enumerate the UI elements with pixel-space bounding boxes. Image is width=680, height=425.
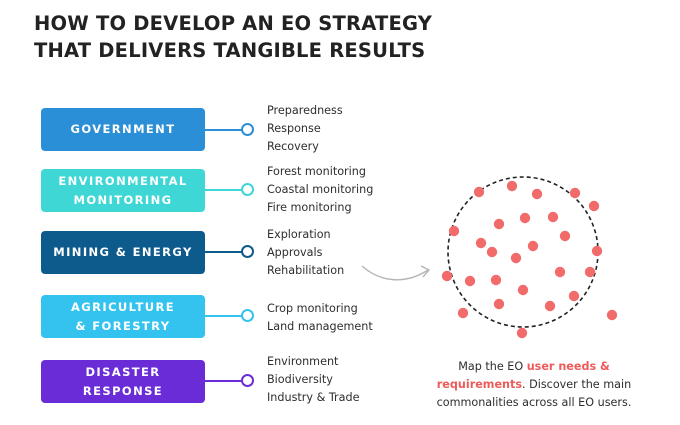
need-dot (519, 212, 531, 224)
caption-text-end: . Discover the main commonalities across… (436, 378, 632, 409)
need-dot (441, 270, 453, 282)
need-dot (606, 309, 618, 321)
item: Rehabilitation (267, 264, 345, 277)
items-agriculture-forestry: Crop monitoring Land management (267, 300, 373, 336)
items-disaster-response: Environment Biodiversity Industry & Trad… (267, 353, 359, 407)
need-dot (506, 180, 518, 192)
need-dot (517, 284, 529, 296)
need-dot (486, 246, 498, 258)
sector-box-environmental-monitoring: ENVIRONMENTAL MONITORING (41, 169, 205, 212)
item: Industry & Trade (267, 391, 360, 404)
items-mining-energy: Exploration Approvals Rehabilitation (267, 226, 344, 280)
item: Preparedness (267, 104, 343, 117)
page-title: HOW TO DEVELOP AN EO STRATEGY THAT DELIV… (34, 10, 432, 64)
item: Recovery (267, 140, 319, 153)
need-dot (464, 275, 476, 287)
item: Fire monitoring (267, 201, 352, 214)
need-dot (569, 187, 581, 199)
item: Crop monitoring (267, 302, 358, 315)
connector-government (205, 129, 243, 131)
sector-box-agriculture-forestry: AGRICULTURE & FORESTRY (41, 295, 205, 338)
need-dot (490, 274, 502, 286)
need-dot (554, 266, 566, 278)
items-environmental-monitoring: Forest monitoring Coastal monitoring Fir… (267, 163, 373, 217)
need-dot (516, 327, 528, 339)
node-agriculture-forestry (241, 309, 254, 322)
item: Approvals (267, 246, 323, 259)
need-dot (568, 290, 580, 302)
sector-box-disaster-response: DISASTER RESPONSE (41, 360, 205, 403)
node-government (241, 123, 254, 136)
need-dot (473, 186, 485, 198)
title-line-1: HOW TO DEVELOP AN EO STRATEGY (34, 12, 433, 35)
item: Environment (267, 355, 339, 368)
connector-agriculture-forestry (205, 315, 243, 317)
sector-box-mining-energy: MINING & ENERGY (41, 231, 205, 274)
node-environmental-monitoring (241, 183, 254, 196)
need-dot (475, 237, 487, 249)
connector-mining-energy (205, 251, 243, 253)
need-dot (493, 298, 505, 310)
title-line-2: THAT DELIVERS TANGIBLE RESULTS (34, 39, 426, 62)
need-dot (448, 225, 460, 237)
item: Coastal monitoring (267, 183, 374, 196)
item: Response (267, 122, 321, 135)
need-dot (510, 252, 522, 264)
curved-arrow-icon (361, 265, 429, 281)
node-mining-energy (241, 245, 254, 258)
need-dot (457, 307, 469, 319)
user-needs-dots (441, 180, 618, 339)
node-disaster-response (241, 374, 254, 387)
item: Land management (267, 320, 373, 333)
item: Forest monitoring (267, 165, 366, 178)
need-dot (547, 211, 559, 223)
need-dot (544, 300, 556, 312)
connector-disaster-response (205, 380, 243, 382)
caption-highlight: user needs & requirements (436, 360, 610, 391)
need-dot (559, 230, 571, 242)
need-dot (493, 218, 505, 230)
item: Exploration (267, 228, 331, 241)
sector-box-government: GOVERNMENT (41, 108, 205, 151)
need-dot (584, 266, 596, 278)
need-dot (531, 188, 543, 200)
item: Biodiversity (267, 373, 333, 386)
caption: Map the EO user needs & requirements. Di… (418, 358, 650, 412)
need-dot (527, 240, 539, 252)
need-dot (591, 245, 603, 257)
need-dot (588, 200, 600, 212)
caption-text-start: Map the EO (458, 360, 527, 373)
requirements-circle (447, 176, 599, 328)
arrow-head-icon (420, 265, 431, 278)
items-government: Preparedness Response Recovery (267, 102, 343, 156)
connector-environmental-monitoring (205, 189, 243, 191)
